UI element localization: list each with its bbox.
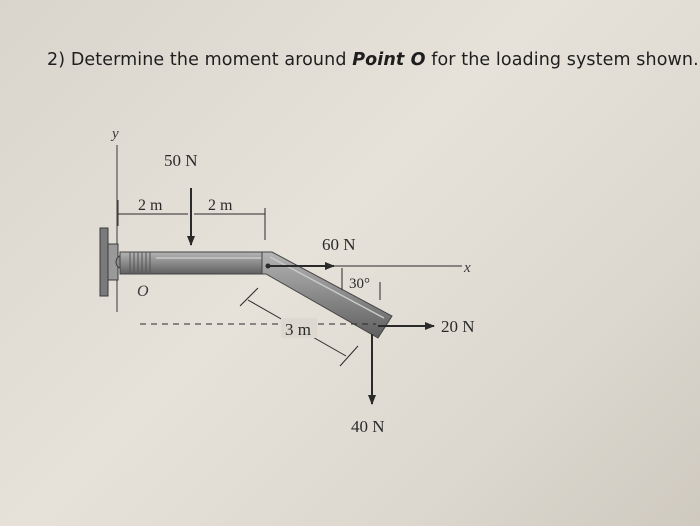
pipe-horizontal — [119, 251, 269, 275]
dim-3m-label: 3 m — [285, 320, 311, 339]
dim-3m-tick-end — [339, 345, 359, 367]
origin-label: O — [137, 283, 149, 300]
force-60-label: 60 N — [322, 235, 356, 254]
point-o-emphasis: Point O — [352, 50, 426, 70]
dim-2m-right-label: 2 m — [208, 197, 233, 214]
question-text: 2) Determine the moment around Point O f… — [47, 50, 699, 70]
dim-3m-tick-start — [239, 287, 259, 307]
dim-3m-label-bg — [281, 318, 317, 338]
force-50-label: 50 N — [164, 151, 198, 170]
x-axis-label: x — [463, 260, 471, 276]
force-40-label: 40 N — [351, 417, 385, 436]
question-prefix: Determine the moment around — [70, 50, 347, 70]
pipe-angled — [261, 251, 393, 339]
y-axis-label: y — [110, 126, 119, 142]
force-60-point — [265, 263, 271, 269]
question-suffix: for the loading system shown. — [431, 50, 699, 70]
angle-label: 30° — [349, 276, 370, 292]
question-number: 2) — [47, 50, 66, 70]
dim-2m-left-label: 2 m — [138, 197, 163, 214]
force-20-label: 20 N — [441, 317, 475, 336]
